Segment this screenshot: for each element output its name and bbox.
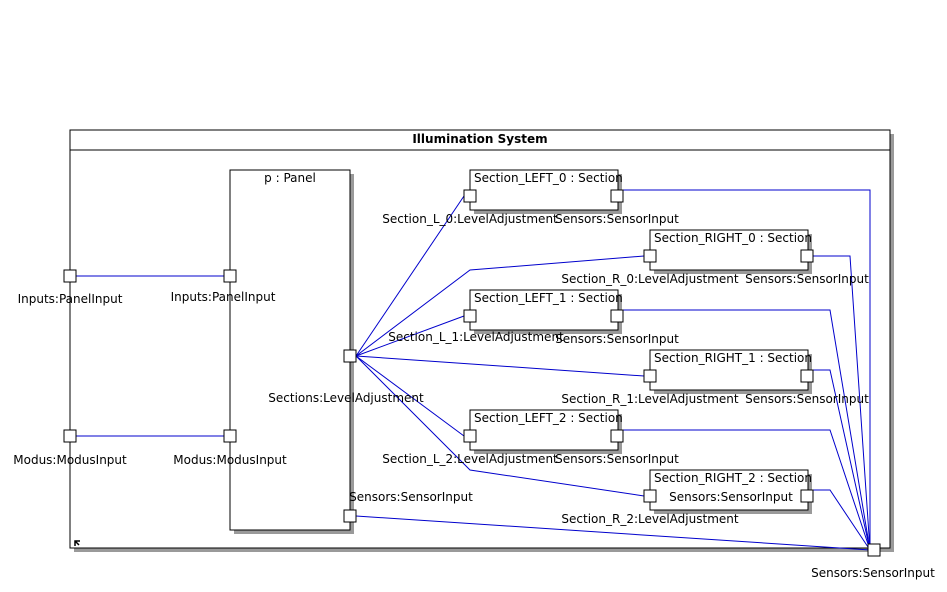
connectors — [76, 189, 871, 551]
ports — [63, 189, 881, 557]
section-title: Section_LEFT_1 : Section — [474, 291, 623, 305]
connector-sections-right1[interactable] — [355, 355, 645, 377]
section-right-0: Section_RIGHT_0 : Section — [649, 229, 812, 274]
section-right1-sensor-port[interactable] — [800, 369, 814, 383]
connector-sections-right2[interactable] — [355, 355, 645, 497]
panel-modus-label: Modus:ModusInput — [173, 453, 287, 467]
connector-sensor-left1[interactable] — [623, 309, 871, 551]
panel-title: p : Panel — [264, 171, 316, 185]
connector-sections-left2[interactable] — [355, 355, 465, 437]
section-title: Section_RIGHT_1 : Section — [654, 351, 812, 365]
section-box[interactable] — [469, 409, 619, 451]
section-right0-sensor-label: Sensors:SensorInput — [745, 272, 869, 286]
outer-inputs-port[interactable] — [63, 269, 77, 283]
section-right0-level-label: Section_R_0:LevelAdjustment — [561, 272, 738, 286]
connector-sections-left0[interactable] — [355, 195, 465, 357]
panel-sections-label: Sections:LevelAdjustment — [268, 391, 424, 405]
resize-handle-icon[interactable] — [74, 540, 80, 546]
connector-sensor-right0[interactable] — [813, 255, 871, 551]
section-title: Section_LEFT_0 : Section — [474, 171, 623, 185]
section-left1-sensor-label: Sensors:SensorInput — [555, 332, 679, 346]
connector-sections-left1[interactable] — [355, 315, 465, 357]
section-left2-level-port[interactable] — [463, 429, 477, 443]
outer-sensors-label: Sensors:SensorInput — [811, 566, 935, 580]
outer-modus-label: Modus:ModusInput — [13, 453, 127, 467]
section-right-2: Section_RIGHT_2 : Section — [649, 469, 812, 514]
system-title: Illumination System — [412, 132, 547, 146]
section-left-1: Section_LEFT_1 : Section — [469, 289, 623, 334]
connector-sensor-left2[interactable] — [623, 429, 871, 551]
section-left0-level-port[interactable] — [463, 189, 477, 203]
section-left-0: Section_LEFT_0 : Section — [469, 169, 623, 214]
connector-sensor-right2[interactable] — [813, 489, 871, 551]
section-right0-level-port[interactable] — [643, 249, 657, 263]
panel-inputs-port[interactable] — [223, 269, 237, 283]
section-left0-sensor-port[interactable] — [610, 189, 624, 203]
outer-inputs-label: Inputs:PanelInput — [18, 292, 123, 306]
connector-panel-sensors[interactable] — [355, 515, 871, 551]
section-right2-sensor-port[interactable] — [800, 489, 814, 503]
section-right-1: Section_RIGHT_1 : Section — [649, 349, 812, 394]
panel-sections-port[interactable] — [343, 349, 357, 363]
section-left1-sensor-port[interactable] — [610, 309, 624, 323]
section-right2-level-label: Section_R_2:LevelAdjustment — [561, 512, 738, 526]
panel-box[interactable] — [229, 169, 351, 531]
section-title: Section_LEFT_2 : Section — [474, 411, 623, 425]
section-box[interactable] — [649, 229, 809, 271]
panel-modus-port[interactable] — [223, 429, 237, 443]
section-left0-sensor-label: Sensors:SensorInput — [555, 212, 679, 226]
connector-sensor-right1[interactable] — [813, 369, 871, 551]
section-left0-level-label: Section_L_0:LevelAdjustment — [382, 212, 558, 226]
section-left2-sensor-label: Sensors:SensorInput — [555, 452, 679, 466]
section-title: Section_RIGHT_0 : Section — [654, 231, 812, 245]
section-right1-level-label: Section_R_1:LevelAdjustment — [561, 392, 738, 406]
panel-sensors-port[interactable] — [343, 509, 357, 523]
port-labels: Inputs:PanelInput Modus:ModusInput Input… — [13, 212, 935, 580]
section-right1-sensor-label: Sensors:SensorInput — [745, 392, 869, 406]
section-left1-level-label: Section_L_1:LevelAdjustment — [388, 330, 564, 344]
section-left2-sensor-port[interactable] — [610, 429, 624, 443]
connector-sections-right0[interactable] — [355, 255, 645, 357]
connector-sensor-left0[interactable] — [623, 189, 871, 550]
section-right2-sensor-label: Sensors:SensorInput — [669, 490, 793, 504]
outer-modus-port[interactable] — [63, 429, 77, 443]
section-box[interactable] — [469, 289, 619, 331]
section-right2-level-port[interactable] — [643, 489, 657, 503]
outer-sensors-port[interactable] — [867, 543, 881, 557]
section-left1-level-port[interactable] — [463, 309, 477, 323]
section-title: Section_RIGHT_2 : Section — [654, 471, 812, 485]
panel-part: p : Panel — [229, 169, 354, 534]
section-right0-sensor-port[interactable] — [800, 249, 814, 263]
panel-sensors-label: Sensors:SensorInput — [349, 490, 473, 504]
section-box[interactable] — [649, 469, 809, 511]
section-right1-level-port[interactable] — [643, 369, 657, 383]
section-left2-level-label: Section_L_2:LevelAdjustment — [382, 452, 558, 466]
section-box[interactable] — [649, 349, 809, 391]
panel-inputs-label: Inputs:PanelInput — [171, 290, 276, 304]
section-left-2: Section_LEFT_2 : Section — [469, 409, 623, 454]
